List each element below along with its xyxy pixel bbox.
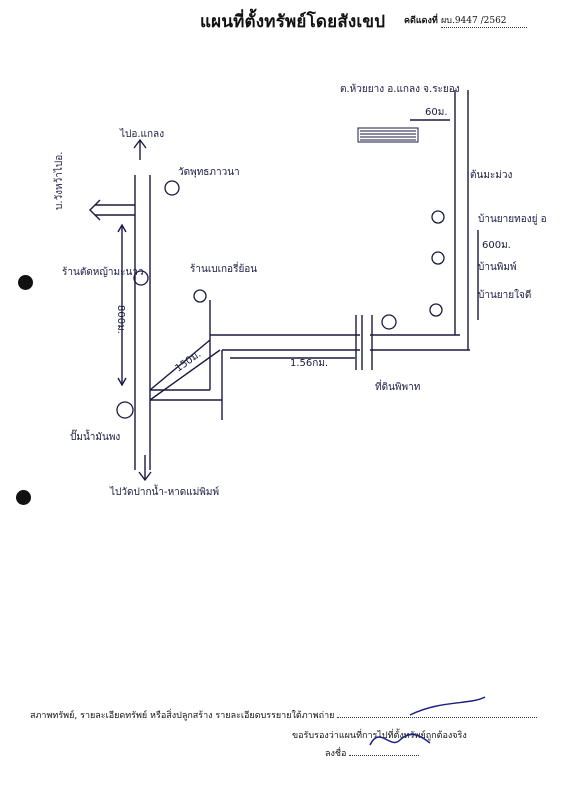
label-shrine: บ้านยายใจดี xyxy=(478,289,531,301)
signature-line: ลงชื่อ xyxy=(325,746,420,760)
label-shop: ร้านตัดหญ้ามะนาว xyxy=(62,266,144,278)
label-distance-150: 150ม. xyxy=(173,349,203,375)
signature-blank xyxy=(349,755,420,756)
label-gas-station: ปั๊มน้ำมันพง xyxy=(70,429,120,443)
case-number: คดีแดงที่ ผบ.9447 /2562 xyxy=(404,13,527,28)
punch-hole-top xyxy=(18,275,33,290)
signature-label: ลงชื่อ xyxy=(325,749,347,759)
property-description-blank xyxy=(337,717,538,718)
label-house2: บ้านพิมพ์ xyxy=(478,261,517,273)
property-description: สภาพทรัพย์, รายละเอียดทรัพย์ หรือสิ่งปลู… xyxy=(30,708,538,722)
label-distance-800: 800ม. xyxy=(115,305,126,334)
label-tree: ต้นมะม่วง xyxy=(470,169,513,181)
punch-hole-bottom xyxy=(16,490,31,505)
property-description-text: สภาพทรัพย์, รายละเอียดทรัพย์ หรือสิ่งปลู… xyxy=(30,711,335,721)
certification-text: ขอรับรองว่าแผนที่การไปที่ตั้งทรัพย์ถูกต้… xyxy=(292,731,467,741)
label-to-klaeng: ไปอ.แกลง xyxy=(119,128,164,140)
label-house: ร้านเบเกอรี่ย้อน xyxy=(190,261,257,275)
label-to-wang-wa: บ.วังหว้าไปอ. xyxy=(53,152,65,210)
signature-scribble xyxy=(369,696,486,746)
label-to-beach: ไปวัดปากน้ำ-หาดแม่พิมพ์ xyxy=(109,484,219,498)
label-wat: วัดพุทธภาวนา xyxy=(178,167,240,178)
label-distance-1560: 1.56กม. xyxy=(290,358,328,369)
label-school: บ้านยายทองยู่ อ xyxy=(478,213,547,225)
page-title: แผนที่ตั้งทรัพย์โดยสังเขป xyxy=(200,12,386,32)
label-distance-600: 600ม. xyxy=(482,240,511,251)
label-subject-land: ที่ดินพิพาท xyxy=(375,379,420,393)
case-number-label: คดีแดงที่ xyxy=(404,16,438,26)
case-number-value: ผบ.9447 /2562 xyxy=(440,13,527,28)
label-distance-60: 60ม. xyxy=(425,107,448,118)
label-village: ต.ห้วยยาง อ.แกลง จ.ระยอง xyxy=(340,83,460,95)
